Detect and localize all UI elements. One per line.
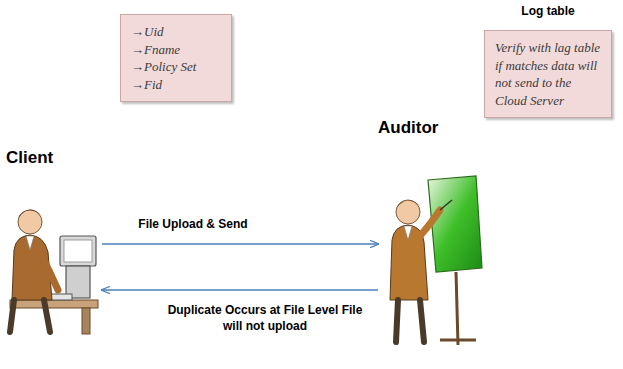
- flow-arrow: [102, 243, 378, 244]
- auditor-figure: [390, 176, 482, 345]
- arrow-label: File Upload & Send: [115, 216, 271, 232]
- note-line: →Policy Set: [131, 58, 223, 76]
- attribute-note: →Uid→Fname→Policy Set→Fid: [120, 14, 232, 102]
- note-body: Verify with lag table if matches data wi…: [495, 39, 603, 109]
- log-table-note: Log tableVerify with lag table if matche…: [484, 4, 612, 118]
- arrow-label: Duplicate Occurs at File Level File will…: [162, 302, 368, 334]
- flow-arrow: [102, 289, 378, 290]
- note-line: →Uid: [131, 23, 223, 41]
- note-box: Verify with lag table if matches data wi…: [484, 30, 612, 118]
- note-heading: Log table: [484, 4, 612, 18]
- actor-label: Client: [6, 148, 102, 168]
- note-line: →Fid: [131, 76, 223, 94]
- note-line: →Fname: [131, 41, 223, 59]
- client-node: Client: [6, 148, 102, 338]
- actor-label: Auditor: [378, 118, 486, 138]
- auditor-node: Auditor: [378, 118, 486, 348]
- client-figure: [10, 209, 98, 334]
